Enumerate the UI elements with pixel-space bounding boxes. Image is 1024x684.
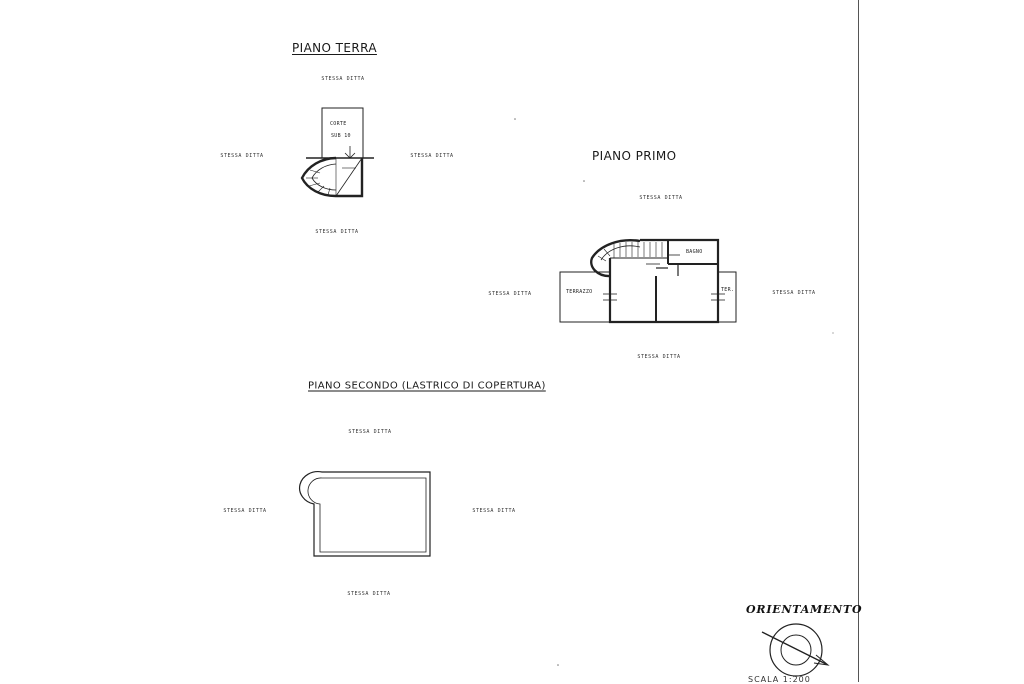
orientation-partial-text: SCALA 1:200 (748, 675, 811, 684)
ground-boundary-left: STESSA DITTA (220, 153, 264, 159)
first-bath-label: BAGNO (686, 249, 703, 255)
ground-courtyard-sub-label: SUB 10 (331, 133, 351, 139)
stair-diagonal (335, 157, 363, 197)
first-floor-title: PIANO PRIMO (592, 149, 677, 163)
first-stair-inner (600, 245, 641, 261)
second-boundary-right: STESSA DITTA (472, 508, 516, 514)
orientation-title: ORIENTAMENTO (746, 603, 863, 616)
stair-tread (317, 185, 325, 193)
first-main-walls (608, 238, 720, 324)
second-boundary-bottom: STESSA DITTA (347, 591, 391, 597)
first-stair-treads (597, 242, 663, 262)
first-boundary-top: STESSA DITTA (639, 195, 683, 201)
stair-tread (327, 187, 331, 196)
second-boundary-left: STESSA DITTA (223, 508, 267, 514)
first-boundary-bottom: STESSA DITTA (637, 354, 681, 360)
stair-tread (308, 182, 321, 187)
ground-stair-outline (300, 156, 364, 198)
orientation-inner-circle (780, 634, 812, 666)
orientation-north-arrow-icon (761, 631, 827, 665)
page-edge-line (858, 0, 859, 682)
first-terrace-outline (559, 271, 611, 323)
second-floor-title: PIANO SECONDO (LASTRICO DI COPERTURA) (308, 380, 546, 392)
first-boundary-right: STESSA DITTA (772, 290, 816, 296)
first-small-room-label: TER. (721, 287, 735, 293)
ground-courtyard-outline (321, 107, 364, 159)
ground-boundary-bottom: STESSA DITTA (315, 229, 359, 235)
first-boundary-left: STESSA DITTA (488, 291, 532, 297)
orientation-outer-circle (769, 623, 823, 677)
ground-boundary-top: STESSA DITTA (321, 76, 365, 82)
roof-outline-inner (307, 477, 427, 553)
ground-courtyard-label: CORTE (330, 121, 347, 127)
entrance-arrowhead-icon (344, 152, 356, 159)
first-side-terrace-outline (717, 271, 737, 323)
orientation-arrowhead-icon (813, 654, 830, 666)
first-terrace-label: TERRAZZO (566, 289, 593, 295)
ground-boundary-right: STESSA DITTA (410, 153, 454, 159)
ground-floor-title: PIANO TERRA (292, 41, 377, 55)
second-boundary-top: STESSA DITTA (348, 429, 392, 435)
roof-outline-outer (298, 471, 431, 557)
stair-tread (309, 169, 321, 174)
first-stair-outline (590, 239, 641, 278)
